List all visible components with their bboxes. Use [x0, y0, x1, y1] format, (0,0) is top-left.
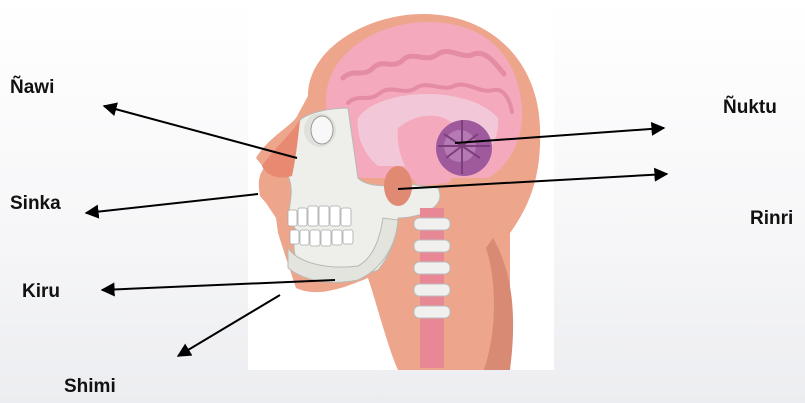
label-shimi: Shimi: [64, 376, 116, 398]
label-kiru: Kiru: [22, 281, 60, 303]
label-nuktu: Ñuktu: [723, 97, 777, 119]
label-rinri: Rinri: [750, 208, 793, 230]
label-nawi: Ñawi: [10, 77, 54, 99]
label-sinka: Sinka: [10, 193, 61, 215]
arrow-nawi: [104, 106, 297, 158]
arrow-shimi: [178, 295, 280, 356]
arrow-kiru: [102, 280, 335, 290]
arrow-rinri: [398, 174, 667, 189]
arrow-nuktu: [455, 128, 664, 143]
arrow-sinka: [86, 194, 258, 213]
